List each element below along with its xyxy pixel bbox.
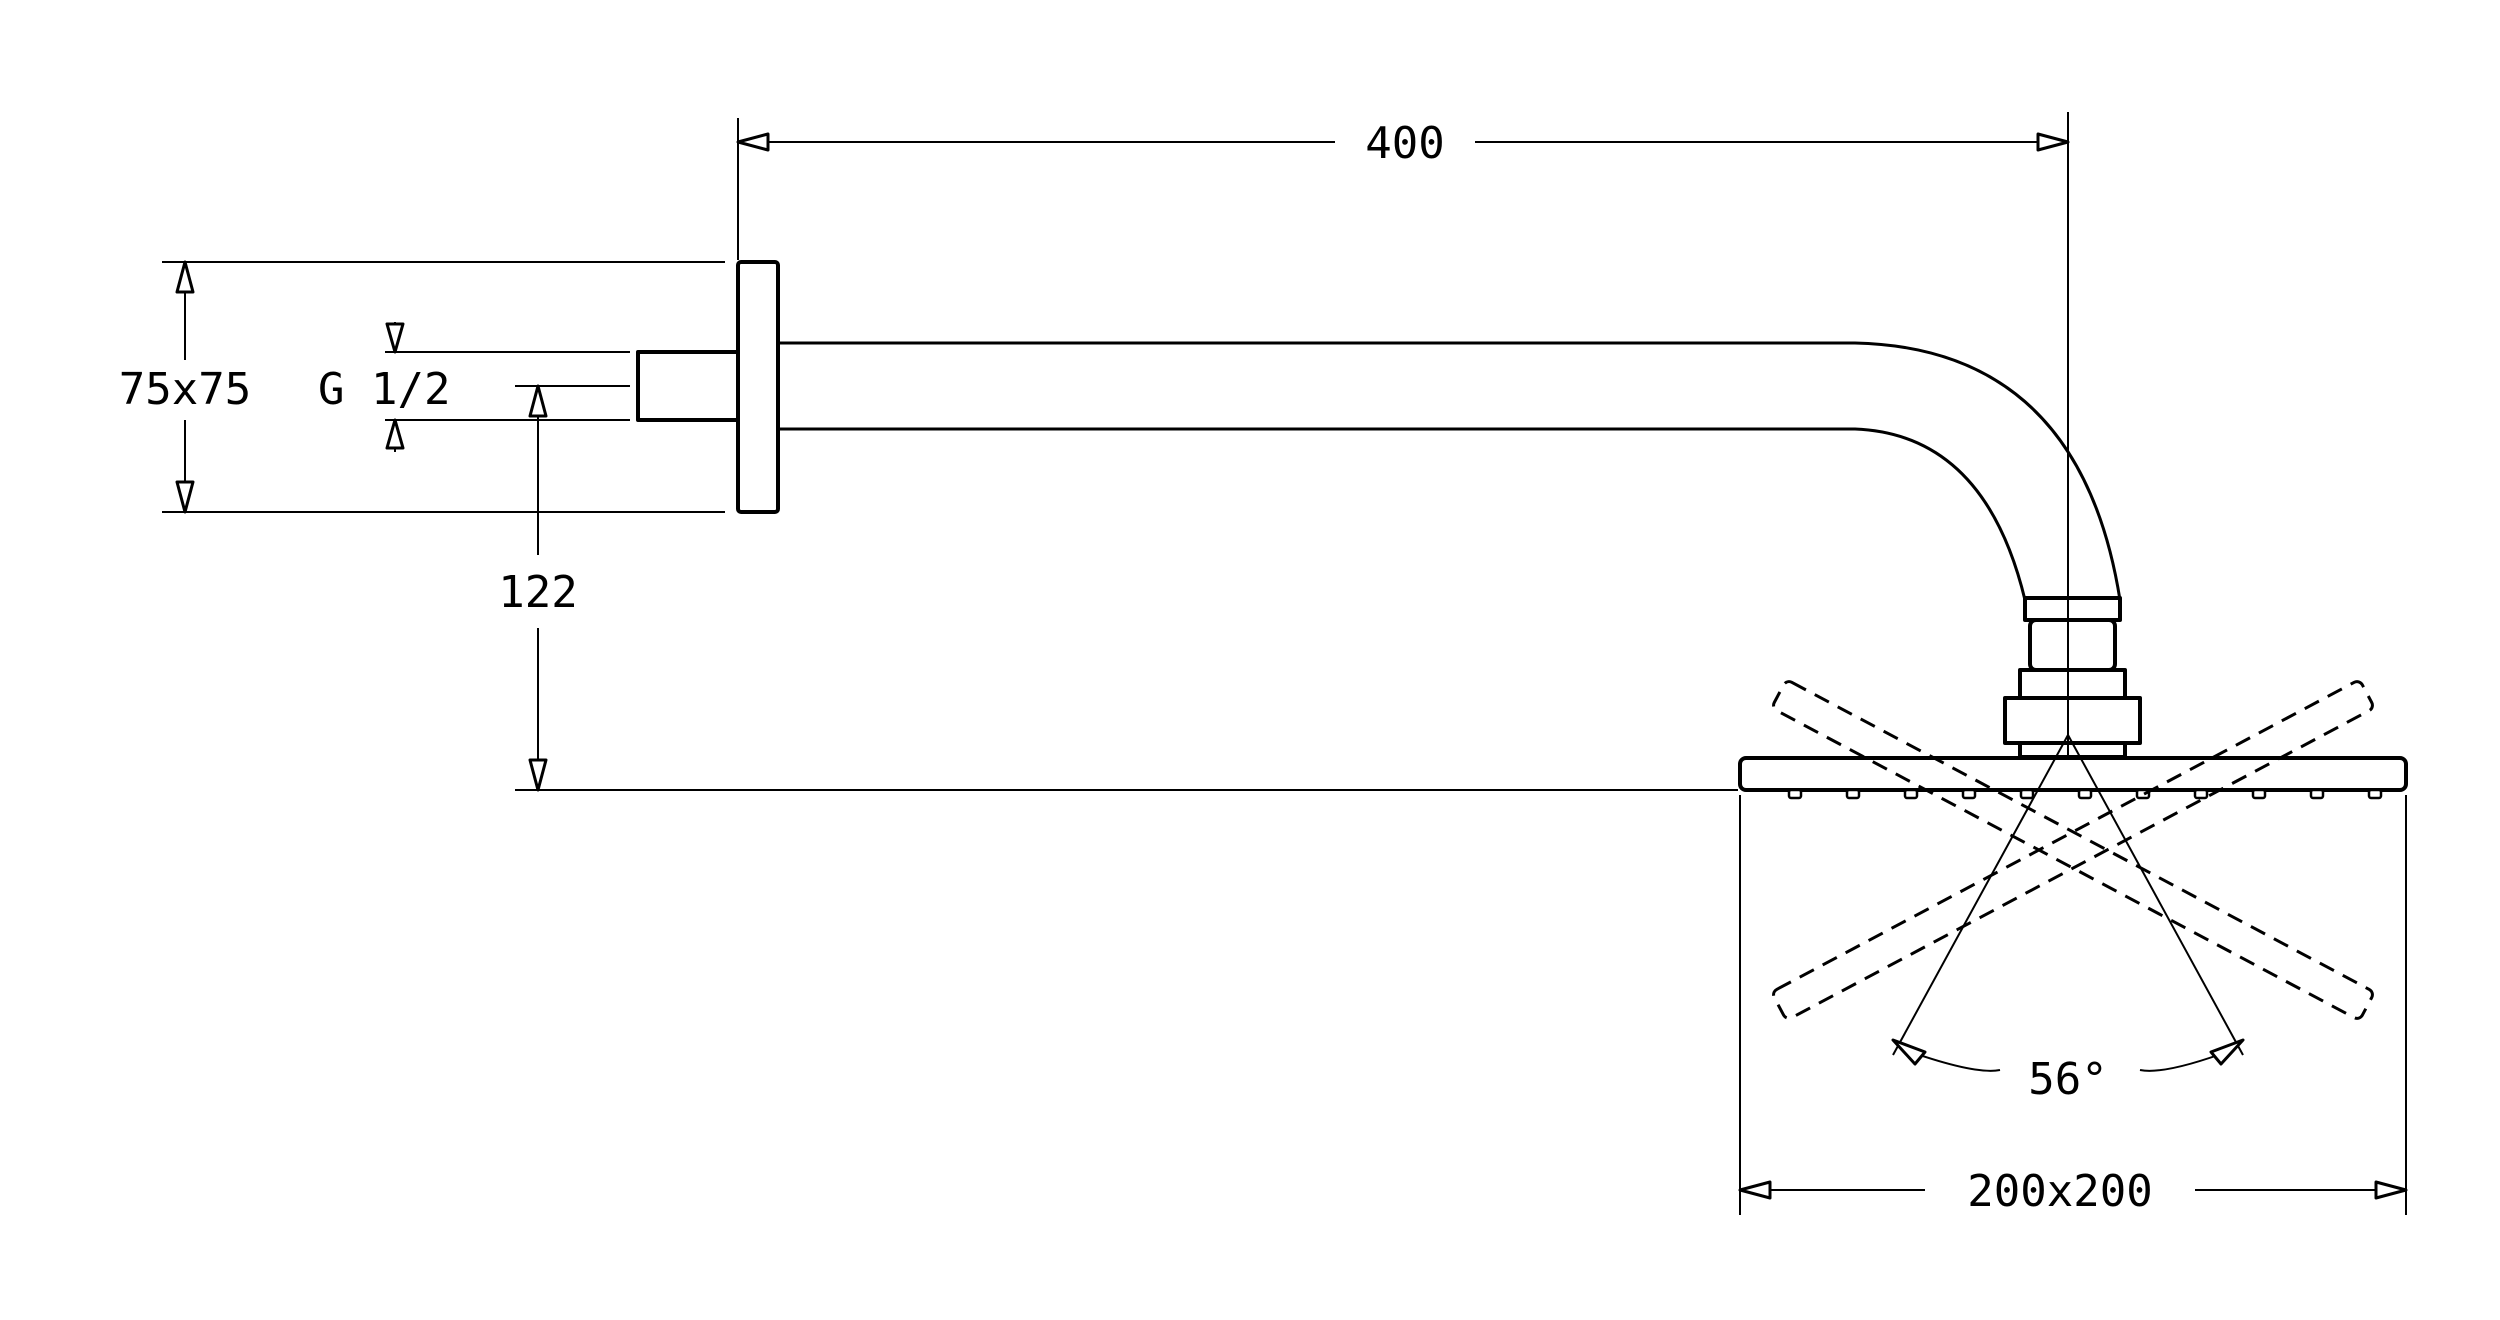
spray-nozzle <box>2251 788 2267 800</box>
angle-arrow-left <box>1891 1038 1927 1066</box>
spray-nozzle <box>1903 788 1919 800</box>
spray-nozzle <box>2309 788 2325 800</box>
label-spray-angle: 56° <box>2028 1054 2107 1105</box>
spray-nozzle <box>2367 788 2383 800</box>
swivel-joint <box>2003 596 2142 759</box>
shower-head <box>1738 756 2408 800</box>
spray-nozzle <box>2077 788 2093 800</box>
threaded-connector <box>636 350 740 422</box>
wall-flange <box>736 260 780 514</box>
dimension-75x75 <box>162 260 725 514</box>
dimension-122 <box>515 384 1738 792</box>
dimension-400 <box>736 118 2070 260</box>
spray-nozzle <box>2193 788 2209 800</box>
label-flange-size: 75x75 <box>119 364 251 415</box>
dimension-200x200 <box>1738 795 2408 1215</box>
label-head-size: 200x200 <box>1967 1166 2152 1217</box>
tilt-range-right <box>1772 680 2374 1020</box>
spray-nozzle <box>2019 788 2035 800</box>
angle-arrow-right <box>2209 1038 2245 1066</box>
spray-nozzle <box>1787 788 1803 800</box>
label-height-drop: 122 <box>498 567 577 618</box>
tilt-range-left <box>1772 680 2374 1020</box>
label-thread: G 1/2 <box>318 364 450 415</box>
dimension-thread <box>385 322 630 452</box>
spray-nozzle <box>1961 788 1977 800</box>
spray-nozzles <box>1787 788 2383 800</box>
spray-angle-indicator <box>1891 734 2245 1072</box>
spray-nozzle <box>1845 788 1861 800</box>
shower-arm <box>776 341 2122 602</box>
label-arm-length: 400 <box>1365 118 1444 169</box>
